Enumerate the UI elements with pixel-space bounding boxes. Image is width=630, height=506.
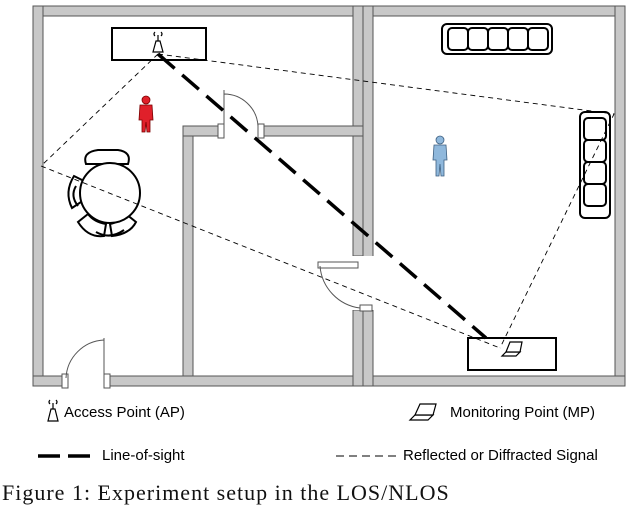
round-table-with-chairs	[67, 149, 141, 238]
legend-monitoring-point-label: Monitoring Point (MP)	[450, 404, 596, 421]
legend-line-of-sight-label: Line-of-sight	[102, 447, 185, 464]
legend-reflected-label: Reflected or Diffracted Signal	[403, 447, 598, 464]
figure-caption: Figure 1: Experiment setup in the LOS/NL…	[0, 480, 630, 505]
reflected-signal-paths	[40, 53, 615, 349]
line-of-sight-path	[156, 52, 488, 340]
sofa-top	[441, 23, 553, 55]
doors	[61, 90, 373, 389]
sofa-right	[579, 111, 611, 219]
legend-laptop-icon	[408, 403, 437, 421]
wifi-router-icon	[152, 31, 164, 53]
legend-access-point-label: Access Point (AP)	[64, 404, 185, 421]
walls	[32, 5, 626, 387]
laptop-icon	[500, 341, 523, 357]
figure-caption-text: Figure 1: Experiment setup in the LOS/NL…	[2, 480, 450, 505]
person-red	[138, 95, 154, 133]
legend-access-point-icon	[47, 399, 59, 422]
person-blue	[432, 135, 448, 177]
